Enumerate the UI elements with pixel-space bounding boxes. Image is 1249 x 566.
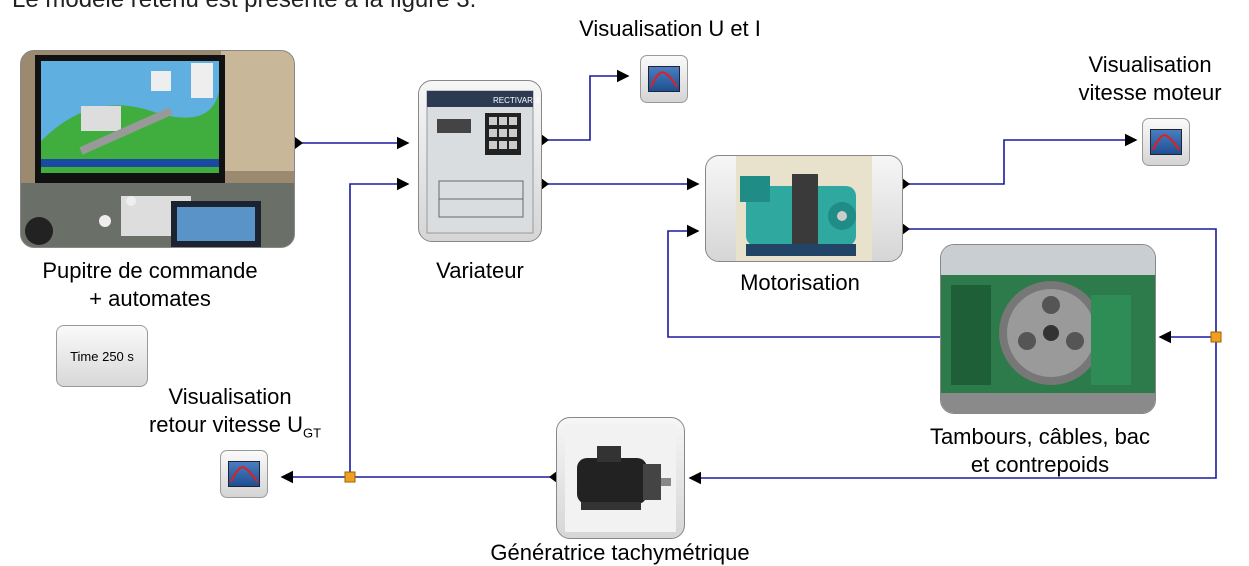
tachogenerator-photo [565,424,676,532]
visu-moteur-label-line1: Visualisation [1088,52,1212,77]
visu-retour-label-line2: retour vitesse UGT [110,412,360,446]
scope-icon-visu-ui[interactable] [640,55,688,103]
wire-motorisation-split [909,228,1217,337]
wire-motorisation-visu-moteur [909,133,1138,185]
variateur-photo: RECTIVAR 4 [426,90,540,234]
wire-tambours-motorisation [667,224,940,338]
scope-icon-visu-retour[interactable] [220,450,268,498]
port-generatrice-out [549,471,557,483]
pupitre-label-line1: Pupitre de commande [42,258,258,283]
scope-screen [228,461,260,487]
wire-split-variateur [349,177,410,477]
scope-screen [1150,129,1182,155]
tambours-block[interactable] [940,244,1156,414]
variateur-brand: RECTIVAR 4 [493,96,540,105]
variateur-label: Variateur [436,258,524,283]
split-point-icon [1210,331,1222,343]
variateur-block[interactable]: RECTIVAR 4 [418,80,542,242]
visu-retour-text: retour vitesse U [148,412,303,437]
control-desk-photo [21,51,294,247]
wire-variateur-visu-ui [548,69,630,141]
pupitre-block[interactable] [20,50,295,248]
motorisation-block[interactable] [705,155,903,262]
visu-moteur-label-line2: vitesse moteur [1078,80,1222,105]
wire-split-generatrice [688,337,1217,485]
pupitre-label-line2: + automates [89,286,211,311]
time-block[interactable]: Time 250 s [56,325,148,387]
port-motorisation-out1 [902,178,910,190]
split-point-icon [344,471,356,483]
scope-screen [648,66,680,92]
port-pupitre-out [295,137,303,149]
port-variateur-out2 [541,178,549,190]
generatrice-label: Génératrice tachymétrique [490,540,750,565]
generatrice-block[interactable] [556,417,685,539]
port-motorisation-out2 [902,223,910,235]
tambours-photo [941,245,1155,413]
motorisation-label: Motorisation [740,270,860,295]
visu-retour-subscript: GT [303,425,322,441]
scope-icon-visu-moteur[interactable] [1142,118,1190,166]
motor-photo [736,156,872,261]
visu-ui-label: Visualisation U et I [579,16,761,41]
header-text: Le modèle retenu est présenté à la figur… [12,0,476,14]
port-variateur-out1 [541,134,549,146]
tambours-label-line2: et contrepoids [970,452,1110,477]
tambours-label-line1: Tambours, câbles, bac [929,424,1151,449]
visu-retour-label-line1: Visualisation [168,384,292,409]
